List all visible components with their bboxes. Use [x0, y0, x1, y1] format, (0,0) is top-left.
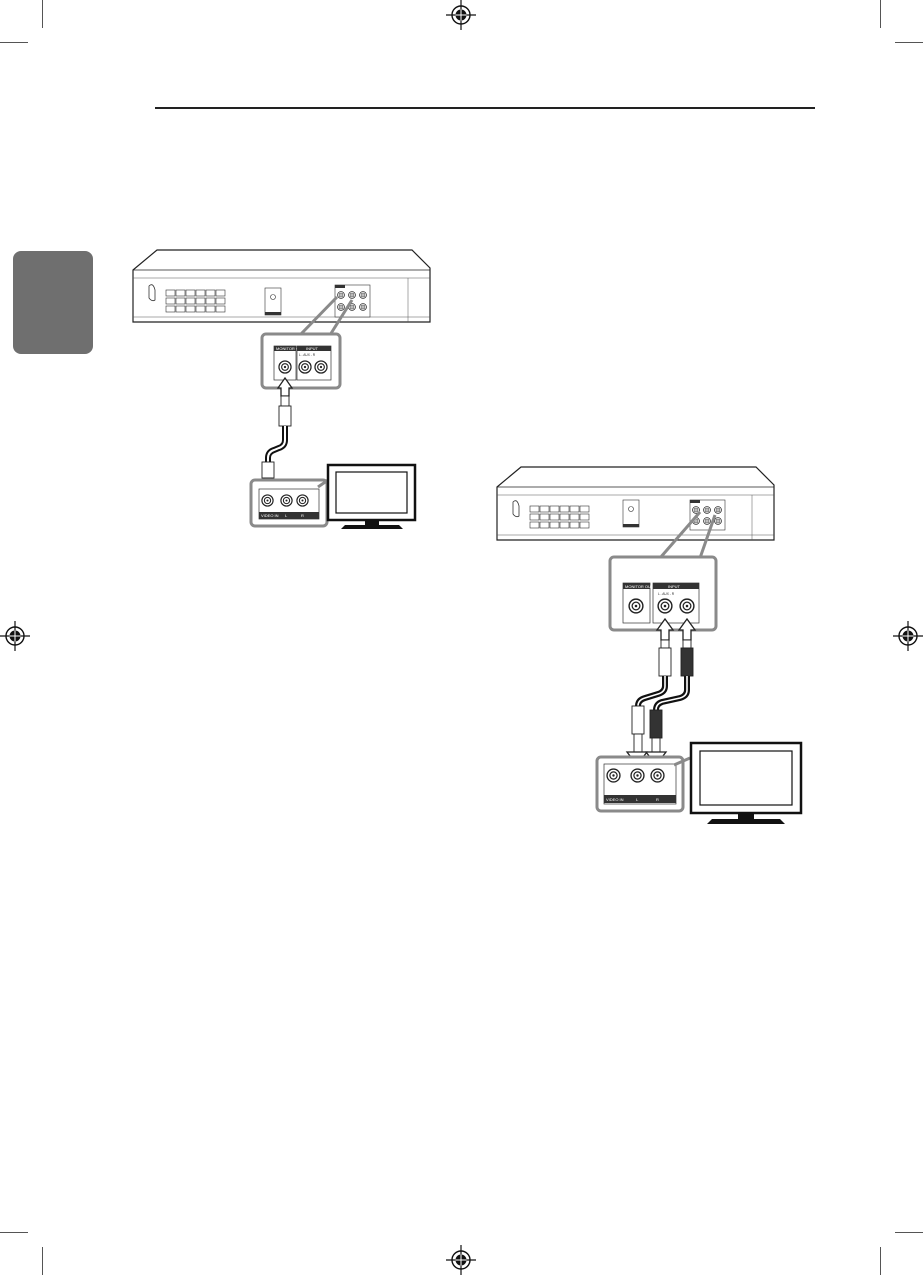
- aux-label: L - AUX - R: [299, 353, 316, 357]
- video-cable: [261, 395, 292, 487]
- input-label: INPUT: [668, 584, 681, 589]
- tv-l-label: L: [636, 797, 639, 802]
- crop-mark: [42, 1247, 43, 1275]
- registration-mark: [446, 1245, 476, 1275]
- aux-label: L - AUX - R: [658, 592, 675, 596]
- monitor-out-label: MONITOR OUT: [276, 346, 305, 351]
- tv-input-zoom-panel: VIDEO IN L R: [595, 755, 685, 813]
- crop-mark: [880, 0, 881, 28]
- video-in-label: VIDEO IN: [261, 513, 279, 518]
- tv-illustration: [689, 741, 803, 824]
- diagram-audio-connection: MONITOR OUT INPUT L - AUX - R: [496, 466, 803, 824]
- crop-mark: [0, 1232, 28, 1233]
- dvd-input-zoom-panel: MONITOR OUT INPUT L - AUX - R: [608, 555, 718, 632]
- dvd-player-rear-illustration: [132, 249, 431, 323]
- tv-illustration: [326, 463, 417, 529]
- crop-mark: [880, 1247, 881, 1275]
- registration-mark: [0, 621, 30, 651]
- crop-mark: [0, 42, 28, 43]
- registration-mark: [446, 0, 476, 30]
- input-label: INPUT: [306, 346, 319, 351]
- dvd-player-rear-illustration: [496, 466, 775, 541]
- crop-mark: [42, 0, 43, 28]
- crop-mark: [895, 1232, 923, 1233]
- crop-mark: [895, 42, 923, 43]
- chapter-side-tab: [13, 251, 93, 354]
- tv-r-label: R: [656, 797, 659, 802]
- tv-r-label: R: [301, 513, 304, 518]
- audio-cable: [631, 639, 694, 753]
- dvd-output-zoom-panel: MONITOR OUT INPUT L - AUX - R: [260, 332, 342, 390]
- video-in-label: VIDEO IN: [606, 797, 624, 802]
- tv-input-zoom-panel: VIDEO IN L R: [249, 478, 329, 528]
- registration-mark: [893, 621, 923, 651]
- header-rule: [155, 107, 815, 109]
- diagram-video-connection: MONITOR OUT INPUT L - AUX - R: [132, 249, 431, 529]
- monitor-out-label: MONITOR OUT: [625, 584, 654, 589]
- tv-l-label: L: [285, 513, 288, 518]
